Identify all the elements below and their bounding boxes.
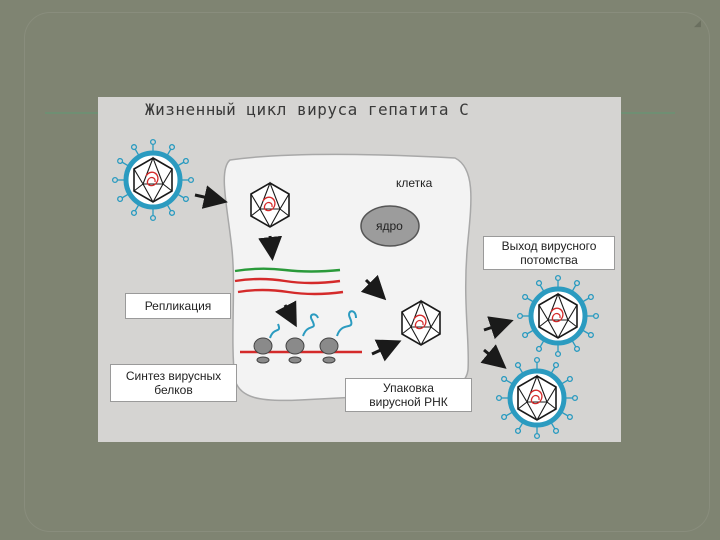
virus-progeny xyxy=(495,356,579,440)
rna-strand-green xyxy=(234,267,341,273)
corner-mark: ◢ xyxy=(694,18,701,28)
protein-chain xyxy=(269,323,280,339)
replication-label: Репликация xyxy=(144,299,212,313)
rna-strand-red-1 xyxy=(234,277,341,285)
ribosome xyxy=(285,337,305,364)
exit-arrow-lower xyxy=(480,344,507,369)
protein-synthesis-line1: Синтез вирусных xyxy=(125,369,222,383)
progeny-exit-box: Выход вирусного потомства xyxy=(483,236,615,270)
entry-arrow xyxy=(194,185,228,209)
arrow-to-replication xyxy=(258,235,283,261)
protein-synthesis-line2: белков xyxy=(154,383,193,397)
arrow-proteins-to-assembly xyxy=(371,339,402,362)
protein-chain xyxy=(302,313,319,337)
cell-label: клетка xyxy=(396,176,433,190)
packaging-line2: вирусной РНК xyxy=(369,395,448,409)
progeny-exit-line1: Выход вирусного xyxy=(501,239,597,253)
virus-progeny xyxy=(516,274,600,358)
replication-box: Репликация xyxy=(125,293,231,319)
diagram-title: Жизненный цикл вируса гепатита С xyxy=(145,100,470,119)
ribosome xyxy=(319,337,339,364)
ribosome xyxy=(253,337,273,364)
packaging-box: Упаковка вирусной РНК xyxy=(345,378,472,412)
arrow-to-synthesis xyxy=(274,300,297,328)
rna-strand-red-2 xyxy=(237,288,344,296)
packaging-line1: Упаковка xyxy=(383,381,434,395)
protein-synthesis-box: Синтез вирусных белков xyxy=(110,364,237,402)
nucleus-label: ядро xyxy=(376,219,403,233)
virus-extracellular xyxy=(111,138,195,222)
progeny-exit-line2: потомства xyxy=(520,253,578,267)
exit-arrow-upper xyxy=(483,316,514,340)
arrow-rna-to-assembly xyxy=(360,274,387,301)
protein-chain xyxy=(336,310,357,337)
nucleus xyxy=(360,205,420,247)
